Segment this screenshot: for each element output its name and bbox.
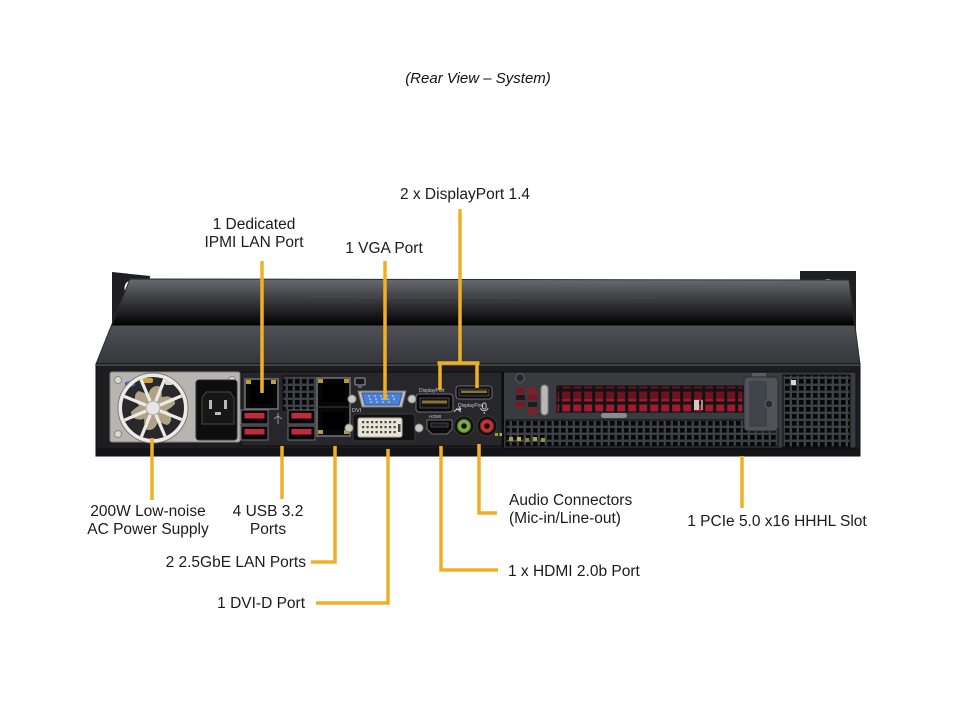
displayport2-label: DisplayPort xyxy=(458,403,484,409)
callout-lan: 2 2.5GbE LAN Ports xyxy=(150,554,306,572)
callout-hdmi-text: 1 x HDMI 2.0b Port xyxy=(508,563,640,580)
line-out-jack xyxy=(453,415,475,437)
callout-audio: Audio Connectors (Mic-in/Line-out) xyxy=(509,492,632,528)
callout-usb-line2: Ports xyxy=(249,521,287,538)
callout-usb: 4 USB 3.2 Ports xyxy=(213,503,323,539)
dvi-port-label: DVI xyxy=(352,408,362,414)
pcie-latch xyxy=(743,373,779,432)
leader-lan xyxy=(311,446,337,564)
callout-displayport-text: 2 x DisplayPort 1.4 xyxy=(399,186,531,203)
top-seam xyxy=(305,296,657,299)
pcie-side-vents xyxy=(516,388,537,414)
chassis-top-surface xyxy=(95,278,861,365)
displayport-1: DisplayPort xyxy=(415,388,454,413)
power-supply xyxy=(109,371,241,444)
hdmi-port: HDMI xyxy=(426,414,453,435)
callout-pcie: 1 PCIe 5.0 x16 HHHL Slot xyxy=(667,513,887,531)
mic-jack xyxy=(476,415,498,437)
usb-icon xyxy=(273,413,283,424)
psu-fan xyxy=(117,372,189,444)
callout-lines xyxy=(150,209,744,605)
io-vent xyxy=(282,375,322,411)
mic-icon xyxy=(480,402,489,414)
leader-dvi xyxy=(316,449,390,605)
callout-lan-text: 2 2.5GbE LAN Ports xyxy=(165,554,306,571)
usb-ports xyxy=(240,409,316,441)
latch-slot xyxy=(601,413,627,418)
pcie-bottom-vent xyxy=(505,419,779,447)
lan-ports xyxy=(316,377,351,437)
leader-hdmi xyxy=(439,446,498,572)
line-out-icon xyxy=(453,406,462,413)
ac-power-inlet xyxy=(195,379,238,441)
hdmi-port-label: HDMI xyxy=(429,414,441,420)
pcie-area xyxy=(502,371,857,449)
callout-ipmi-line1: 1 Dedicated xyxy=(212,216,296,233)
vent-mark xyxy=(791,380,796,385)
pcie-slot-vent xyxy=(556,385,744,413)
leader-audio xyxy=(477,444,497,515)
callout-audio-line2: (Mic-in/Line-out) xyxy=(509,510,621,527)
io-panel: DVI DisplayPort xyxy=(240,371,503,447)
callout-psu: 200W Low-noise AC Power Supply xyxy=(71,503,225,539)
pcie-screw xyxy=(515,373,525,383)
monitor-icon xyxy=(354,377,366,388)
callout-psu-line1: 200W Low-noise xyxy=(90,503,206,520)
status-led xyxy=(499,433,503,436)
vent-flecks xyxy=(509,437,545,442)
callout-usb-line1: 4 USB 3.2 xyxy=(232,503,304,520)
callout-ipmi: 1 Dedicated IPMI LAN Port xyxy=(184,216,324,252)
callout-dvi: 1 DVI-D Port xyxy=(165,595,305,613)
callout-ipmi-line2: IPMI LAN Port xyxy=(204,234,304,251)
displayport1-label: DisplayPort xyxy=(419,388,445,394)
dvi-port: DVI xyxy=(344,408,424,442)
callout-pcie-text: 1 PCIe 5.0 x16 HHHL Slot xyxy=(687,513,867,530)
fan-grille xyxy=(118,373,188,443)
displayport-2: DisplayPort xyxy=(455,385,493,409)
callout-psu-line2: AC Power Supply xyxy=(87,521,209,538)
callout-audio-line1: Audio Connectors xyxy=(509,492,633,509)
callout-displayport: 2 x DisplayPort 1.4 xyxy=(380,186,550,204)
callout-dvi-text: 1 DVI-D Port xyxy=(217,595,305,612)
vga-port xyxy=(347,390,417,408)
callout-vga-text: 1 VGA Port xyxy=(345,240,423,257)
right-vent xyxy=(782,374,851,448)
audio-connectors xyxy=(453,402,503,437)
leader-displayport xyxy=(437,209,480,390)
status-led xyxy=(495,433,498,436)
callout-vga: 1 VGA Port xyxy=(329,240,439,258)
callout-hdmi: 1 x HDMI 2.0b Port xyxy=(508,563,640,581)
page-title: (Rear View – System) xyxy=(405,70,551,87)
bracket-slot xyxy=(540,384,549,416)
